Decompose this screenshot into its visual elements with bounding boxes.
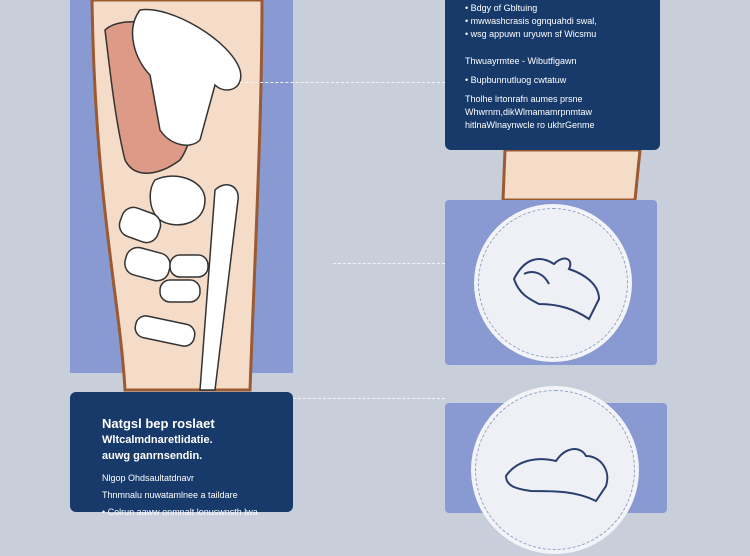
knee-anatomy-illustration	[90, 0, 642, 392]
bullet: • Colrun aaww onmnalt lonuswnsth lwa	[102, 507, 258, 517]
paragraph-line: hitlnaWlnaynwcle ro ukhrGenme	[465, 120, 595, 130]
bullet: • wsg appuwn uryuwn sf Wicsmu	[465, 29, 597, 39]
connector-line	[240, 82, 445, 83]
paragraph-line: Tholhe lrtonrafn aumes prsne	[465, 94, 583, 104]
subhead: Thwuayrmtee - Wibutfigawn	[465, 56, 577, 66]
connector-line	[293, 398, 445, 399]
subhead: Nlgop Ohdsaultatdnavr	[102, 473, 195, 483]
info-card-top: • Bdgy of Gbltuing • mwwashcrasis ognqua…	[445, 0, 660, 150]
tibia-bones	[118, 206, 209, 347]
hand-icon	[512, 257, 601, 321]
femur-bone	[131, 8, 242, 146]
card-title-line: auwg ganrnsendin.	[102, 450, 203, 462]
connector-line	[333, 263, 445, 264]
kneecap	[149, 175, 206, 226]
hand-circle	[478, 208, 628, 358]
card-title-line: Natgsl bep roslaet	[102, 416, 215, 431]
hand-icon	[504, 448, 609, 503]
card-title-line: Wltcalmdnaretlidatie.	[102, 434, 213, 446]
bullet: • Bdgy of Gbltuing	[465, 3, 538, 13]
hand-circle-2	[475, 390, 635, 550]
fibula-bone	[199, 184, 239, 391]
line: Thnmnalu nuwatamlnee a taildare	[102, 490, 238, 500]
paragraph-line: Whwrnm,dikWlmamamrpnmtaw	[465, 107, 593, 117]
info-card-bottom: Natgsl bep roslaet Wltcalmdnaretlidatie.…	[70, 392, 293, 517]
bullet: • Bupbunnutluog cwtatuw	[465, 75, 567, 85]
bullet: • mwwashcrasis ognquahdi swal,	[465, 16, 597, 26]
lower-leg	[501, 148, 642, 202]
